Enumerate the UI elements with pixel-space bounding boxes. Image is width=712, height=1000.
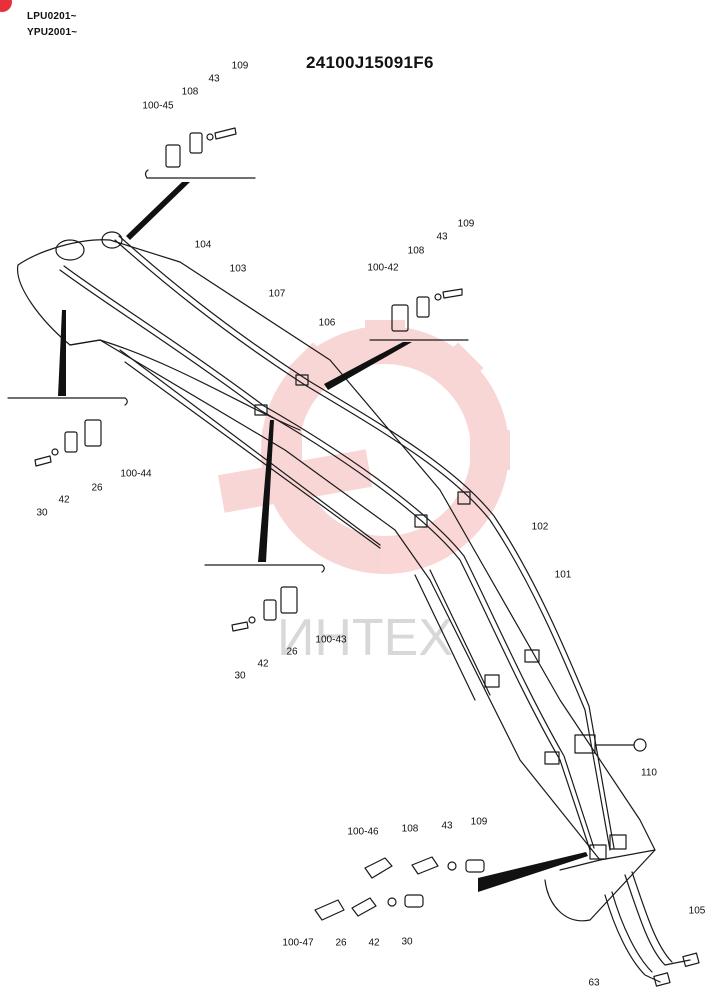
callout-102: 102 [531, 521, 549, 533]
callout-42: 42 [368, 937, 380, 949]
clamp-107 [254, 404, 268, 416]
callout-42: 42 [257, 658, 269, 670]
serial-range-1: LPU0201~ [27, 11, 77, 22]
arm-tip [544, 849, 656, 922]
callout-110: 110 [641, 767, 657, 779]
callout-43: 43 [436, 231, 448, 243]
callout-100-42: 100-42 [367, 262, 399, 274]
bucket-cylinder-lines [414, 569, 491, 701]
watermark-gear [218, 320, 510, 574]
clamp-106 [295, 374, 309, 386]
pipe-103b [118, 235, 615, 849]
pipe-104b [63, 265, 595, 849]
callout-100-44: 100-44 [120, 468, 152, 480]
callout-108: 108 [181, 86, 199, 98]
callout-30: 30 [234, 670, 246, 682]
arm-inner-edge [69, 339, 301, 431]
callout-101: 101 [554, 569, 572, 581]
pipe-104 [59, 269, 591, 851]
arm-lower-edge [119, 349, 381, 546]
callout-26: 26 [286, 646, 298, 658]
hose-105 [624, 874, 691, 966]
serial-range-2: YPU2001~ [27, 27, 78, 38]
callout-42: 42 [58, 494, 70, 506]
callout-26: 26 [335, 937, 347, 949]
corner-badge [0, 0, 12, 12]
arm-tip-outline [559, 859, 601, 871]
callout-109: 109 [470, 816, 488, 828]
callout-100-46: 100-46 [347, 826, 379, 838]
pipe-103 [114, 239, 611, 851]
bolt-110 [633, 738, 647, 752]
hose-105b [631, 871, 673, 963]
callout-108: 108 [401, 823, 419, 835]
callout-105: 105 [688, 905, 706, 917]
hose-63 [604, 894, 661, 983]
callout-100-45: 100-45 [142, 100, 174, 112]
callout-30: 30 [36, 507, 48, 519]
callout-30: 30 [401, 936, 413, 948]
leader-wedges [58, 182, 588, 892]
arm-lower-edge-2 [124, 361, 381, 549]
callout-43: 43 [208, 73, 220, 85]
callout-106: 106 [318, 317, 336, 329]
callout-108: 108 [407, 245, 425, 257]
callout-109: 109 [457, 218, 475, 230]
callout-63: 63 [588, 977, 600, 989]
part-number: 24100J15091F6 [306, 53, 434, 72]
callout-43: 43 [441, 820, 453, 832]
block-110 [574, 734, 596, 754]
callout-26: 26 [91, 482, 103, 494]
callout-100-47: 100-47 [282, 937, 314, 949]
callout-109: 109 [231, 60, 249, 72]
callout-104: 104 [194, 239, 212, 251]
callout-103: 103 [229, 263, 247, 275]
callout-100-43: 100-43 [315, 634, 347, 646]
hose-63b [611, 891, 653, 973]
watermark-text: ИНТЕХ [277, 609, 453, 667]
arm-body [17, 239, 656, 861]
callout-107: 107 [268, 288, 286, 300]
